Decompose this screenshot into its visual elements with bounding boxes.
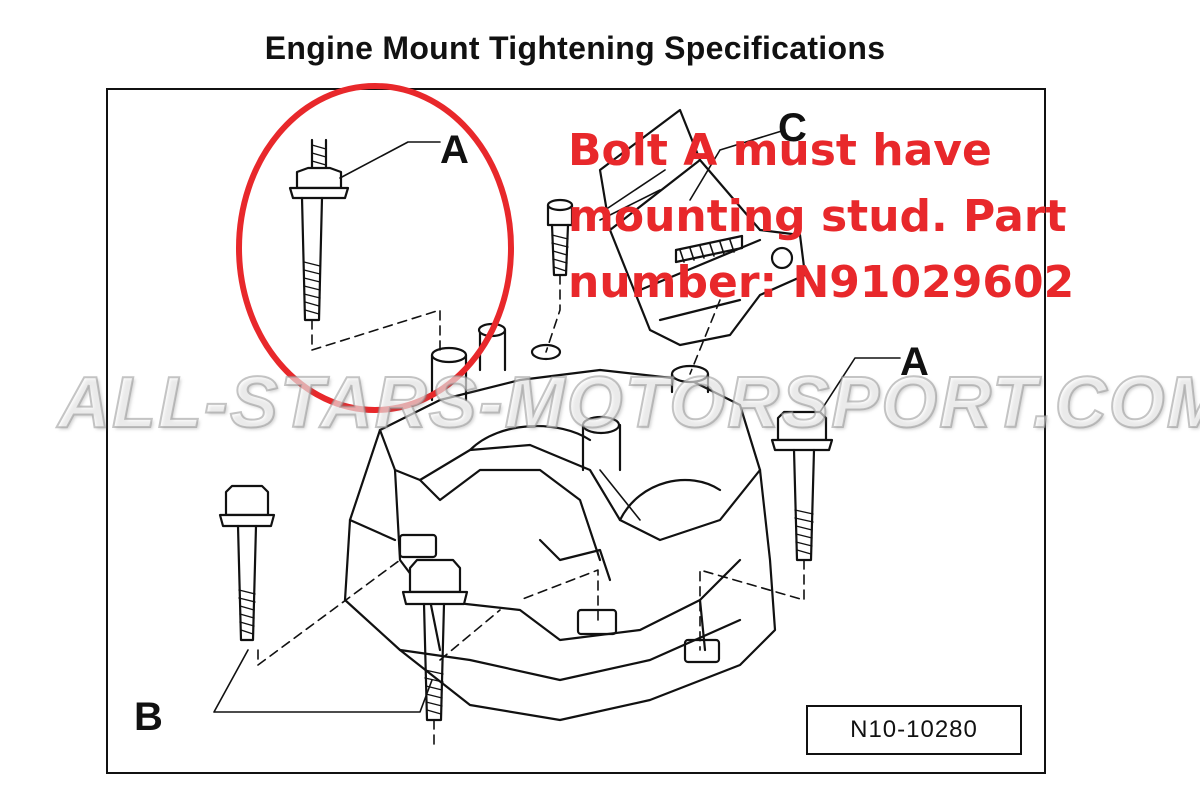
callout-a-right: A (900, 340, 929, 384)
callout-a-top: A (440, 128, 469, 172)
watermark: ALL-STARS-MOTORSPORT.COM (57, 362, 1200, 444)
diagram-title: Engine Mount Tightening Specifications (264, 30, 886, 66)
leader-lines (213, 141, 901, 713)
engine-mount-body (343, 322, 777, 722)
alignment-lines (257, 274, 805, 751)
bolt-b-left (218, 484, 276, 642)
callout-c: C (778, 106, 807, 150)
reference-code-box: N10-10280 (806, 705, 1022, 755)
bracket-c (598, 108, 807, 347)
highlight-circle (236, 83, 514, 413)
diagram-frame (106, 88, 1046, 774)
annotation-line-3: number: N91029602 (568, 257, 1075, 308)
annotation-line-1: Bolt A must have (568, 125, 992, 176)
bolt-a-stud (288, 138, 350, 322)
callout-b: B (134, 695, 163, 739)
annotation-note: Bolt A must have mounting stud. Part num… (568, 118, 1168, 316)
annotation-line-2: mounting stud. Part (568, 191, 1067, 242)
